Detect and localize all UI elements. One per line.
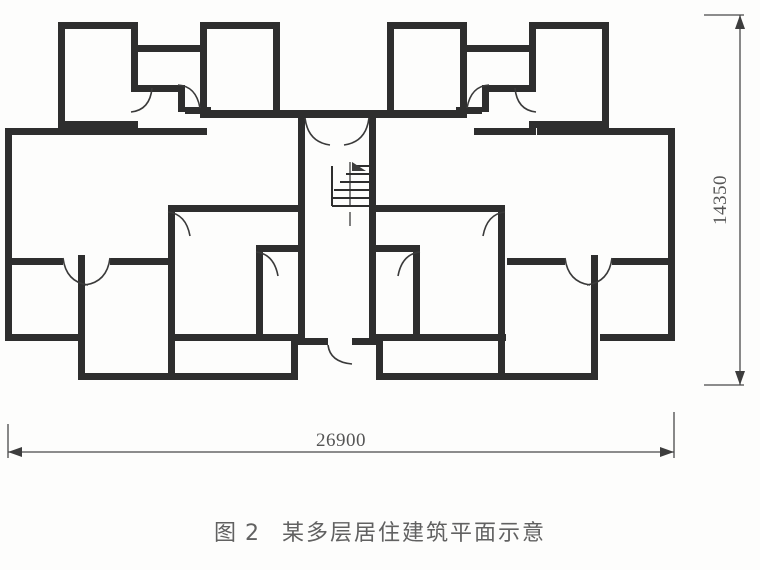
wall-stair-core-bottom-right bbox=[352, 338, 376, 345]
stair-up-arrow bbox=[352, 162, 366, 171]
dim-v-arrow-bottom bbox=[735, 371, 745, 385]
wall-right-unit-horiz-e bbox=[376, 334, 506, 341]
wall-right-unit-horiz-c bbox=[507, 258, 565, 265]
door-swings bbox=[62, 84, 613, 365]
wall-outer-bottomleft bbox=[5, 334, 80, 341]
wall-tr-small-right bbox=[529, 45, 536, 85]
wall-top-notch-left bbox=[131, 128, 207, 135]
dimension-horizontal: 26900 bbox=[7, 412, 675, 458]
door-arc-left-c bbox=[167, 211, 191, 237]
wall-left-unit-horiz-d bbox=[256, 245, 300, 252]
wall-tl-small-bottom bbox=[131, 85, 185, 92]
door-arc-right-a bbox=[586, 257, 613, 286]
wall-right-unit-bottom-b bbox=[376, 373, 506, 380]
wall-top-notch-right bbox=[474, 128, 536, 135]
wall-stair-core-left bbox=[298, 118, 305, 345]
wall-right-unit-horiz-b bbox=[612, 258, 670, 265]
figure-caption-text: 某多层居住建筑平面示意 bbox=[281, 521, 546, 546]
wall-stair-core-right bbox=[369, 118, 376, 345]
dim-v-arrow-top bbox=[735, 15, 745, 29]
wall-right-unit-vert-b bbox=[591, 255, 598, 380]
wall-tl-nub-foot bbox=[185, 107, 211, 114]
wall-outer-topleft bbox=[5, 128, 138, 135]
wall-right-unit-vert-a bbox=[498, 205, 505, 265]
figure-caption: 图 2 某多层居住建筑平面示意 bbox=[0, 515, 760, 547]
wall-tl-small-top bbox=[131, 45, 207, 52]
door-arc-right-c bbox=[482, 211, 506, 237]
wall-top-band-right bbox=[322, 110, 467, 118]
wall-tr-small-bottom bbox=[482, 85, 536, 92]
door-arc-tr-2 bbox=[466, 84, 490, 109]
wall-top-band-left bbox=[200, 110, 345, 118]
door-arc-left-d bbox=[255, 251, 279, 277]
wall-tr-box-top bbox=[529, 22, 609, 29]
wall-right-unit-horiz-a bbox=[376, 205, 505, 212]
wall-tr-small-top bbox=[460, 45, 536, 52]
dim-h-arrow-right bbox=[660, 447, 674, 457]
dim-h-label: 26900 bbox=[316, 430, 366, 451]
wall-right-unit-bottom-a bbox=[498, 373, 598, 380]
wall-right-unit-vert-c bbox=[498, 258, 505, 380]
wall-stair-core-bottom-left bbox=[298, 338, 328, 345]
dim-h-arrow-left bbox=[8, 447, 22, 457]
wall-tr-box-bottom bbox=[529, 121, 609, 128]
wall-tl-nub bbox=[178, 85, 185, 112]
dim-v-label: 14350 bbox=[710, 175, 731, 225]
door-arc-right-d bbox=[397, 251, 421, 277]
plan-walls bbox=[5, 22, 675, 380]
wall-tl-box-left bbox=[58, 22, 65, 128]
wall-left-unit-bottom-a bbox=[78, 373, 175, 380]
door-arc-stair-bottom bbox=[327, 344, 353, 365]
door-arc-tr-1 bbox=[514, 87, 537, 113]
door-arc-stair-left bbox=[304, 117, 331, 146]
door-arc-tl-1 bbox=[130, 87, 153, 113]
wall-left-unit-horiz-e bbox=[168, 334, 298, 341]
wall-left-unit-vert-e bbox=[291, 334, 298, 380]
wall-left-unit-horiz-c bbox=[110, 258, 168, 265]
wall-tl-third-left bbox=[200, 22, 207, 62]
wall-tl-third-right bbox=[273, 22, 280, 110]
wall-left-unit-vert-a bbox=[168, 205, 175, 265]
wall-tl-third-top bbox=[200, 22, 280, 29]
wall-left-unit-horiz-b bbox=[5, 258, 63, 265]
door-arc-stair-right bbox=[343, 117, 370, 146]
stairwell-symbol bbox=[331, 162, 369, 226]
wall-outer-bottomright bbox=[600, 334, 675, 341]
wall-tr-third-right bbox=[460, 22, 467, 62]
wall-tr-box-right bbox=[602, 22, 609, 128]
wall-tr-nub-foot bbox=[456, 107, 482, 114]
wall-tl-box-top bbox=[58, 22, 138, 29]
wall-tl-box-bottom bbox=[58, 121, 138, 128]
wall-right-unit-horiz-d bbox=[376, 245, 420, 252]
wall-tr-third-top bbox=[387, 22, 467, 29]
wall-tr-nub bbox=[482, 85, 489, 112]
wall-outer-left bbox=[5, 128, 12, 341]
dimension-vertical: 14350 bbox=[704, 14, 745, 386]
wall-left-unit-vert-c bbox=[168, 258, 175, 380]
wall-left-unit-vert-d bbox=[256, 252, 263, 340]
figure-caption-label: 图 2 bbox=[213, 521, 260, 546]
wall-tr-third-left bbox=[387, 22, 394, 110]
wall-outer-topright bbox=[537, 128, 675, 135]
wall-tl-small-left bbox=[131, 45, 138, 85]
wall-left-unit-horiz-a bbox=[168, 205, 300, 212]
door-arc-left-b bbox=[84, 257, 111, 286]
door-arc-tl-2 bbox=[177, 84, 201, 109]
wall-right-unit-vert-e bbox=[376, 334, 383, 380]
door-arc-right-b bbox=[564, 257, 591, 286]
door-arc-left-a bbox=[62, 257, 89, 286]
wall-left-unit-bottom-b bbox=[168, 373, 298, 380]
wall-tr-third-rightlow bbox=[460, 55, 467, 110]
wall-outer-right bbox=[668, 128, 675, 341]
wall-left-unit-vert-b bbox=[78, 255, 85, 380]
wall-right-unit-vert-d bbox=[413, 252, 420, 340]
wall-tl-third-leftlow bbox=[200, 55, 207, 110]
